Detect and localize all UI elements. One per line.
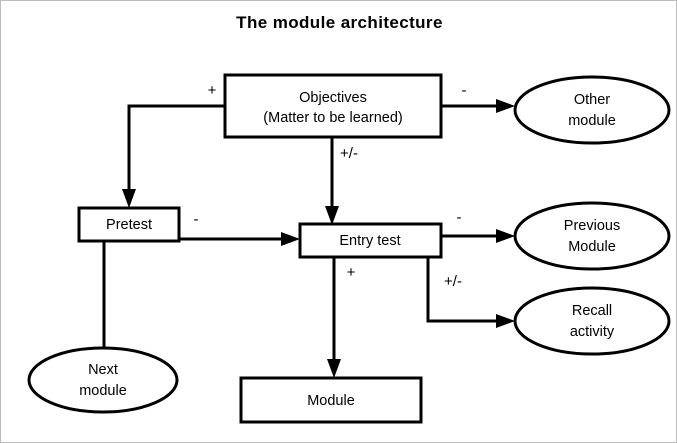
node-other-module-line-2: module	[568, 113, 616, 129]
edge-label-pretest-to-entry-test: -	[194, 211, 199, 228]
edge-label-entry-test-to-previous-module: -	[457, 209, 462, 226]
edge-pretest-to-entry-test	[179, 232, 300, 246]
node-pretest-label: Pretest	[106, 217, 152, 233]
node-next-module-line-1: Next	[88, 362, 118, 378]
edge-label-entry-test-to-module: +	[347, 264, 356, 281]
node-pretest[interactable]: Pretest	[77, 206, 181, 243]
node-other-module[interactable]: Other module	[513, 75, 671, 145]
node-module[interactable]: Module	[239, 376, 423, 424]
node-objectives-line-1: Objectives	[299, 90, 367, 106]
edge-objectives-to-entry-test	[325, 137, 339, 225]
node-next-module[interactable]: Next module	[27, 346, 179, 414]
node-entry-test-label: Entry test	[339, 233, 400, 249]
edge-label-objectives-to-pretest: +	[208, 82, 217, 99]
node-previous-module-line-1: Previous	[564, 218, 620, 234]
node-recall-activity-line-1: Recall	[572, 303, 612, 319]
edge-objectives-to-pretest	[122, 104, 225, 208]
node-other-module-line-1: Other	[574, 92, 610, 108]
edge-entry-test-to-module	[327, 257, 341, 378]
node-module-label: Module	[307, 393, 355, 409]
node-recall-activity[interactable]: Recall activity	[513, 286, 671, 356]
node-entry-test[interactable]: Entry test	[298, 222, 443, 259]
page-title: The module architecture	[236, 13, 443, 32]
edge-entry-test-to-recall-activity	[426, 257, 515, 328]
edge-entry-test-to-previous-module	[441, 229, 515, 243]
node-previous-module-line-2: Module	[568, 239, 616, 255]
node-objectives-line-2: (Matter to be learned)	[263, 110, 402, 126]
edge-objectives-to-other-module	[441, 99, 515, 113]
node-previous-module[interactable]: Previous Module	[513, 201, 671, 271]
node-objectives[interactable]: Objectives (Matter to be learned)	[223, 73, 443, 139]
edge-label-objectives-to-entry-test: +/-	[340, 145, 358, 162]
node-recall-activity-line-2: activity	[570, 324, 615, 340]
edge-label-objectives-to-other-module: -	[462, 82, 467, 99]
node-next-module-line-2: module	[79, 383, 127, 399]
edge-label-entry-test-to-recall-activity: +/-	[444, 273, 462, 290]
